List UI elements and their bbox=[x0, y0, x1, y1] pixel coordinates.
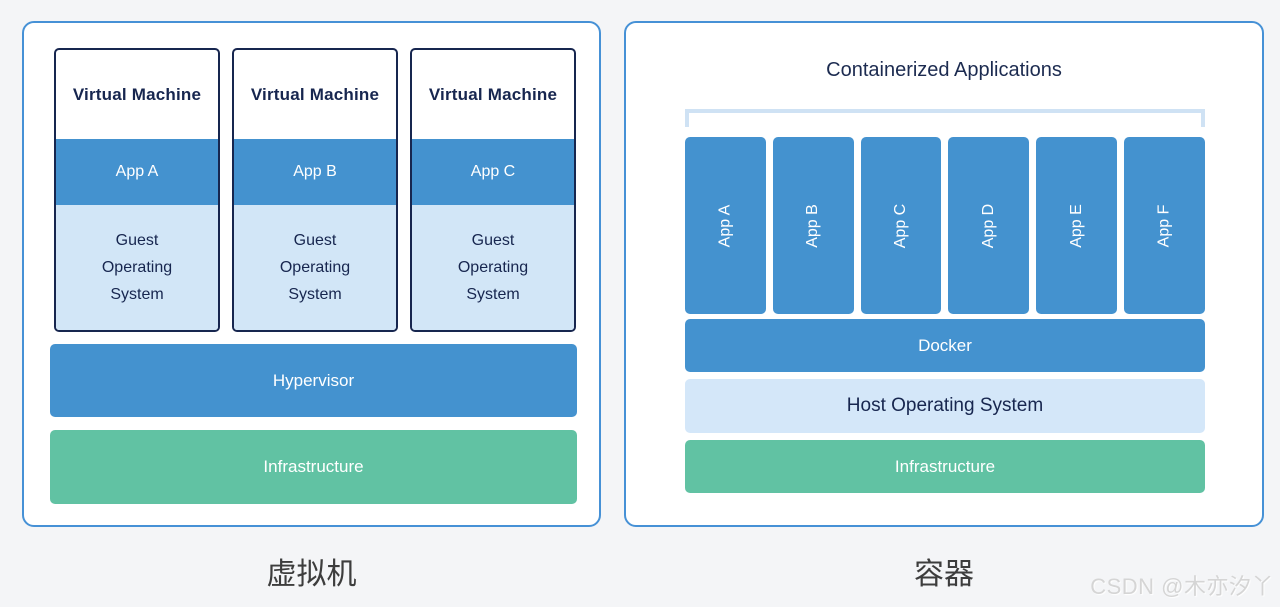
vm-app-band: App B bbox=[234, 139, 396, 205]
container-app-label: App D bbox=[979, 203, 997, 248]
container-app-b: App B bbox=[772, 137, 854, 314]
vm-box-3: Virtual Machine App C Guest Operating Sy… bbox=[410, 48, 576, 332]
bracket-shape bbox=[685, 109, 1205, 127]
guest-os-label: Guest Operating System bbox=[101, 232, 173, 303]
csdn-watermark: CSDN @木亦汐丫 bbox=[1090, 574, 1274, 599]
container-panel: Containerized Applications App A App B A… bbox=[624, 21, 1264, 527]
vm-title: Virtual Machine bbox=[428, 84, 558, 104]
guest-os-band: Guest Operating System bbox=[234, 205, 396, 330]
vm-title: Virtual Machine bbox=[250, 84, 380, 104]
container-caption: 容器 bbox=[914, 558, 974, 591]
container-app-c: App C bbox=[860, 137, 942, 314]
container-app-label: App F bbox=[1155, 204, 1173, 247]
vm-box-1: Virtual Machine App A Guest Operating Sy… bbox=[54, 48, 220, 332]
containerized-apps-title: Containerized Applications bbox=[826, 59, 1062, 81]
container-app-label: App C bbox=[892, 203, 910, 248]
container-app-label: App A bbox=[716, 204, 734, 247]
container-apps-row: App A App B App C App D App E App F bbox=[685, 137, 1205, 314]
vm-caption: 虚拟机 bbox=[266, 558, 357, 591]
container-app-f: App F bbox=[1124, 137, 1205, 314]
vm-panel: Virtual Machine App A Guest Operating Sy… bbox=[22, 21, 601, 527]
container-app-d: App D bbox=[948, 137, 1030, 314]
container-app-e: App E bbox=[1036, 137, 1118, 314]
guest-os-band: Guest Operating System bbox=[56, 205, 218, 330]
container-app-label: App B bbox=[804, 203, 822, 248]
guest-os-label: Guest Operating System bbox=[279, 232, 351, 303]
infrastructure-bar-left: Infrastructure bbox=[50, 430, 577, 504]
vm-app-band: App A bbox=[56, 139, 218, 205]
guest-os-band: Guest Operating System bbox=[412, 205, 574, 330]
infrastructure-bar-right: Infrastructure bbox=[685, 440, 1205, 493]
hypervisor-bar: Hypervisor bbox=[50, 344, 577, 417]
container-app-label: App E bbox=[1067, 203, 1085, 248]
vm-box-2: Virtual Machine App B Guest Operating Sy… bbox=[232, 48, 398, 332]
host-os-bar: Host Operating System bbox=[685, 379, 1205, 433]
container-app-a: App A bbox=[685, 137, 766, 314]
vm-app-band: App C bbox=[412, 139, 574, 205]
docker-bar: Docker bbox=[685, 319, 1205, 372]
vm-title: Virtual Machine bbox=[72, 84, 202, 104]
guest-os-label: Guest Operating System bbox=[457, 232, 529, 303]
